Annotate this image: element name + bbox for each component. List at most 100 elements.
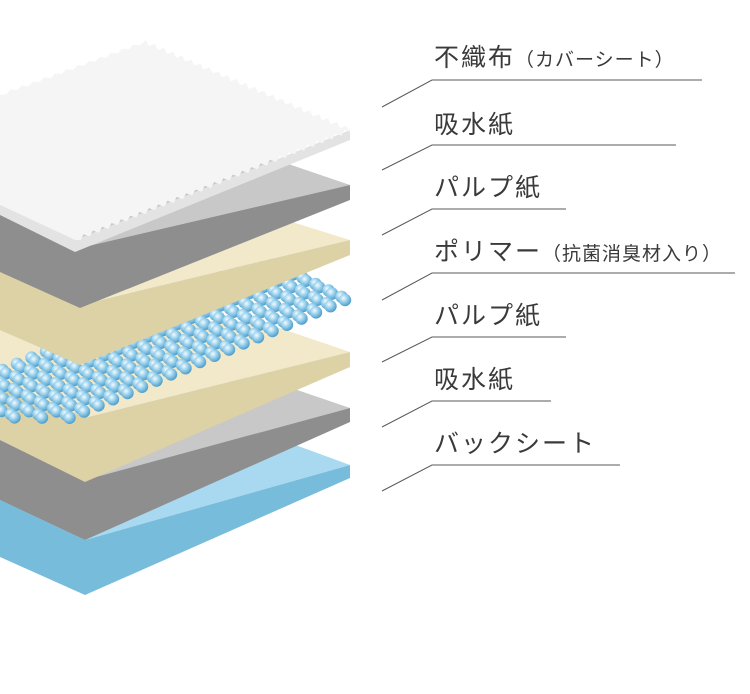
polymer-bead — [212, 311, 226, 325]
polymer-bead — [251, 331, 265, 344]
polymer-bead — [267, 312, 281, 325]
nonwoven-cover-top — [0, 40, 351, 241]
label-text: パルプ紙 — [434, 173, 543, 202]
polymer-bead — [227, 305, 240, 318]
polymer-bead — [106, 393, 120, 406]
polymer-bead — [225, 318, 239, 331]
polymer-bead — [51, 392, 65, 405]
polymer-bead — [66, 386, 79, 399]
polymer-bead — [253, 318, 266, 331]
label-absorbent-paper-upper: 吸水紙 — [434, 112, 515, 137]
polymer-bead — [28, 354, 42, 367]
leader-line — [381, 464, 620, 492]
polymer-bead — [325, 287, 339, 300]
polymer-bead — [140, 342, 153, 356]
label-note: （抗菌消臭材入り） — [542, 243, 723, 265]
polymer-bead — [270, 287, 284, 300]
back-sheet-side — [0, 465, 350, 595]
polymer-bead — [24, 392, 37, 405]
label-text: バックシート — [434, 429, 597, 458]
polymer-bead — [182, 336, 195, 350]
polymer-bead — [238, 324, 252, 337]
polymer-bead — [312, 281, 326, 294]
polymer-bead — [0, 367, 13, 380]
polymer-bead — [125, 349, 139, 362]
polymer-bead — [211, 324, 224, 337]
polymer-bead — [280, 318, 294, 331]
label-text: 不織布 — [434, 43, 516, 72]
polymer-bead — [38, 386, 52, 399]
pulp-paper-lower-side — [0, 352, 350, 482]
leader-lines — [381, 79, 735, 492]
layer-nonwoven-cover — [0, 40, 351, 252]
absorbent-paper-lower-side — [0, 408, 350, 540]
polymer-bead — [285, 280, 298, 294]
polymer-bead — [283, 293, 297, 306]
polymer-bead — [122, 374, 136, 387]
polymer-bead — [93, 386, 107, 399]
label-pulp-paper-upper: パルプ紙 — [434, 175, 542, 200]
polymer-bead — [198, 318, 211, 331]
polymer-bead — [167, 343, 181, 356]
polymer-bead — [240, 312, 253, 325]
polymer-bead — [299, 274, 313, 287]
polymer-bead — [14, 360, 27, 374]
polymer-bead — [169, 330, 182, 343]
polymer-bead — [92, 399, 105, 412]
polymer-bead — [154, 336, 168, 349]
polymer-bead — [67, 373, 81, 387]
leader-line — [381, 336, 566, 363]
pulp-paper-upper-side — [0, 240, 350, 365]
label-text: パルプ紙 — [434, 301, 543, 330]
polymer-bead — [8, 411, 21, 424]
polymer-bead — [22, 405, 36, 418]
polymer-bead — [37, 398, 50, 412]
polymer-bead — [193, 355, 207, 369]
polymer-bead — [80, 380, 94, 393]
polymer-bead — [298, 287, 311, 300]
polymer-bead — [124, 361, 137, 374]
polymer-bead — [266, 324, 279, 338]
leader-line — [381, 79, 702, 108]
polymer-bead — [254, 305, 268, 319]
polymer-bead — [77, 405, 91, 418]
label-text: ポリマー — [434, 237, 543, 266]
polymer-bead — [27, 367, 40, 380]
polymer-bead — [82, 367, 95, 380]
polymer-bead — [180, 349, 194, 362]
label-absorbent-paper-lower: 吸水紙 — [434, 367, 515, 392]
polymer-bead — [138, 355, 152, 368]
polymer-bead — [96, 361, 110, 374]
polymer-bead — [164, 368, 178, 381]
polymer-bead — [121, 386, 134, 400]
polymer-bead — [53, 380, 66, 393]
polymer-bead — [282, 306, 295, 319]
polymer-bead — [295, 312, 308, 325]
polymer-bead — [64, 399, 78, 412]
polymer-bead — [50, 405, 63, 418]
label-note: （カバーシート） — [515, 49, 675, 71]
polymer-bead — [324, 300, 337, 313]
label-polymer: ポリマー（抗菌消臭材入り） — [434, 239, 722, 264]
polymer-bead — [63, 411, 76, 424]
polymer-bead — [151, 361, 165, 375]
polymer-bead — [25, 379, 39, 393]
polymer-bead — [40, 373, 53, 386]
polymer-bead — [183, 324, 197, 337]
polymer-bead — [195, 343, 208, 356]
absorbent-paper-upper-side — [0, 185, 350, 308]
polymer-bead — [79, 392, 92, 406]
polymer-bead — [311, 293, 324, 306]
polymer-bead — [12, 373, 26, 386]
polymer-bead — [35, 411, 49, 424]
polymer-bead — [222, 343, 236, 356]
polymer-bead — [296, 299, 310, 313]
polymer-bead — [196, 330, 210, 343]
polymer-bead — [166, 355, 179, 368]
leader-line — [381, 272, 735, 301]
polymer-bead — [179, 362, 192, 375]
leader-line — [381, 208, 566, 236]
polymer-bead — [269, 299, 282, 312]
polymer-bead — [237, 337, 250, 350]
